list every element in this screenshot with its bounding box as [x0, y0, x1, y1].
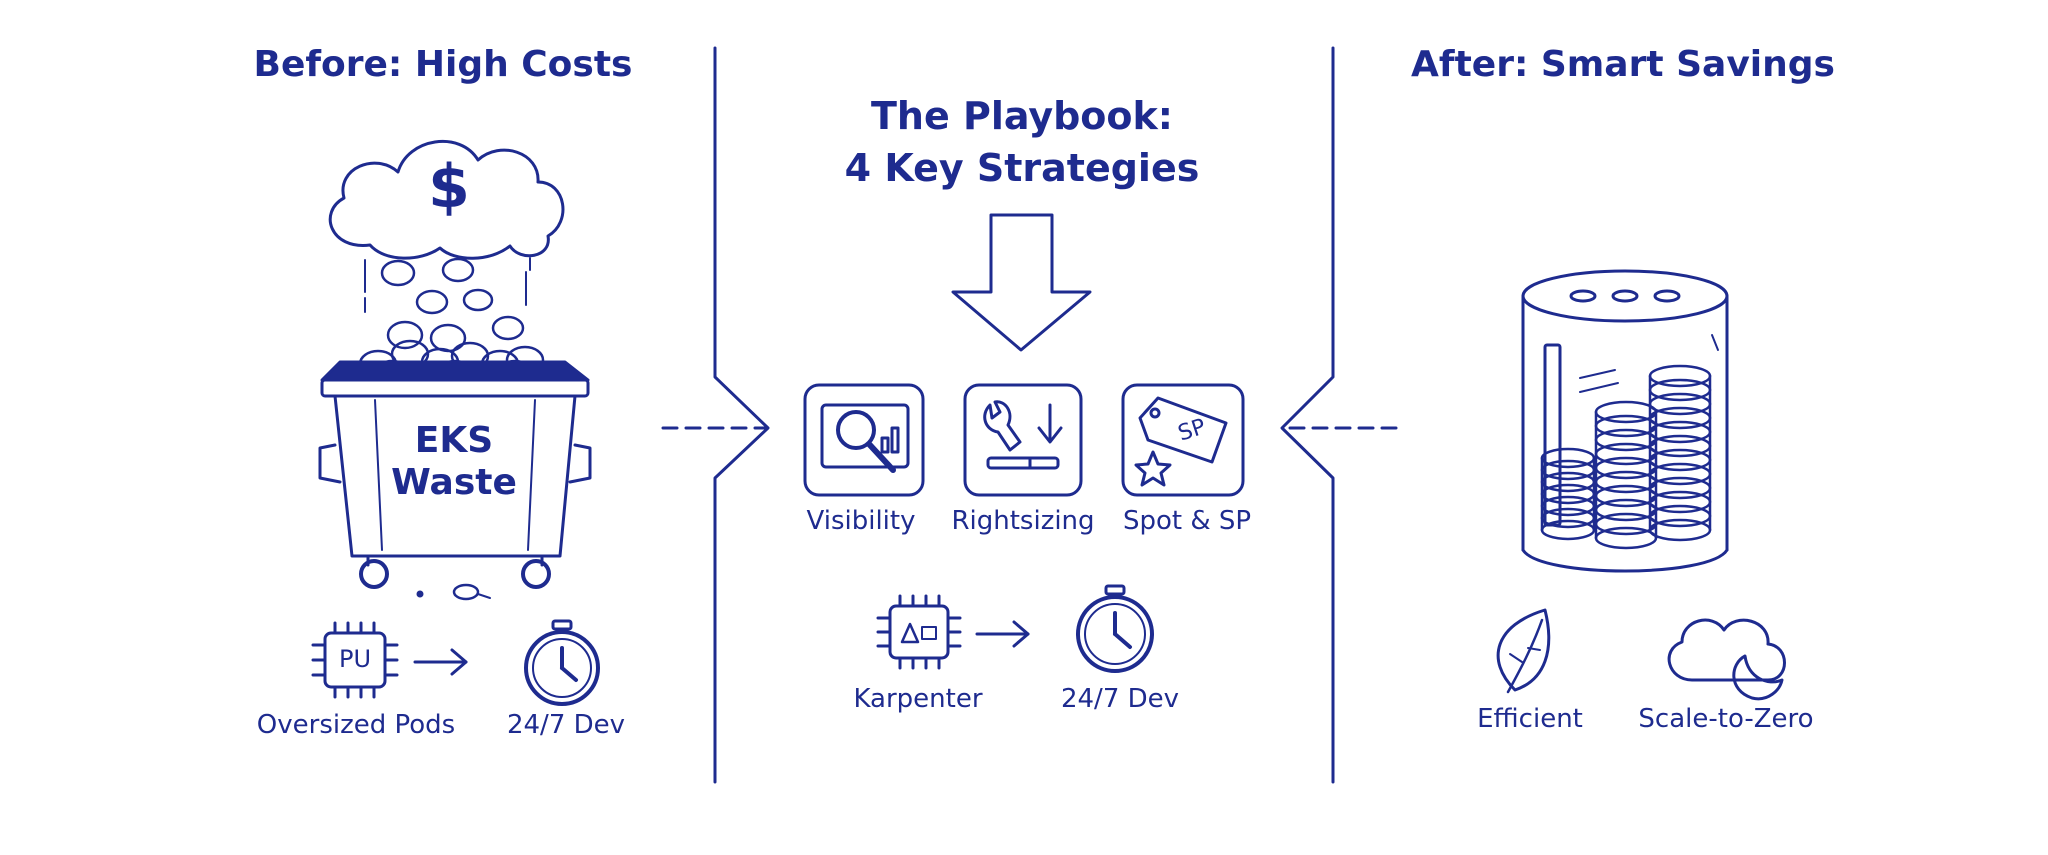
coin-stacks-icon	[1540, 364, 1712, 550]
scale-to-zero-label: Scale-to-Zero	[1638, 704, 1814, 734]
after-title: After: Smart Savings	[1411, 44, 1835, 85]
dev-247-label-before: 24/7 Dev	[506, 710, 626, 740]
leaf-icon	[1496, 608, 1551, 694]
dev-247-label-playbook: 24/7 Dev	[1060, 684, 1180, 714]
big-down-arrow-icon	[951, 213, 1092, 352]
cloud-dollar-sign: $	[428, 152, 470, 222]
chip-text: PU	[338, 645, 372, 673]
efficient-label: Efficient	[1477, 704, 1583, 734]
cpu-chip-icon	[311, 621, 399, 699]
strategy-visibility-label: Visibility	[806, 506, 916, 536]
before-title: Before: High Costs	[253, 44, 633, 85]
money-cloud-icon	[328, 139, 565, 260]
playbook-title-line2: 4 Key Strategies	[844, 146, 1200, 190]
karpenter-label: Karpenter	[853, 684, 983, 714]
stopwatch-icon-playbook	[1076, 584, 1154, 673]
falling-coins-icon	[380, 257, 525, 353]
divider-left	[713, 46, 770, 784]
strategy-spot-sp-label: Spot & SP	[1122, 506, 1252, 536]
coin-jar-icon	[1521, 269, 1729, 573]
divider-right	[1280, 46, 1335, 784]
dumpster-icon	[318, 360, 592, 601]
playbook-title-line1: The Playbook:	[871, 94, 1173, 138]
oversized-pods-label: Oversized Pods	[256, 710, 456, 740]
karpenter-chip-icon	[876, 594, 962, 670]
bin-label-line1: EKS	[414, 420, 494, 461]
stopwatch-icon-before	[524, 619, 600, 706]
visibility-tile-icon	[803, 383, 925, 497]
rain-lines	[364, 257, 531, 313]
arrow-right-icon-playbook	[975, 620, 1030, 648]
arrow-right-icon	[413, 648, 468, 676]
spot-sp-tile-icon	[1121, 383, 1245, 497]
strategy-rightsizing-label: Rightsizing	[951, 506, 1095, 536]
rightsizing-tile-icon	[963, 383, 1083, 497]
cloud-moon-icon	[1667, 618, 1786, 701]
bin-label-line2: Waste	[391, 462, 517, 503]
